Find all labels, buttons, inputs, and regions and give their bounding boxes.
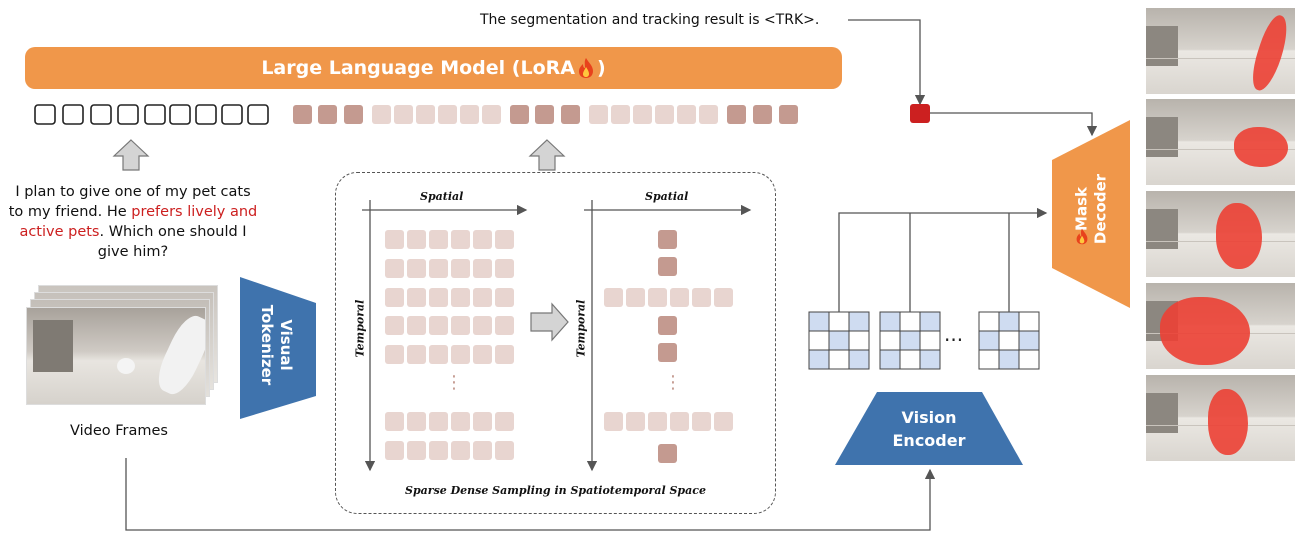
video-frame-front <box>26 307 206 405</box>
prompt-highlight: prefers lively and active pets <box>19 204 258 240</box>
visual-tokenizer-block <box>240 277 316 419</box>
llm-label-close: ) <box>596 57 606 79</box>
vision-encoder-label: Vision Encoder <box>892 408 966 450</box>
sparse-token-grid <box>604 230 733 463</box>
fire-icon <box>577 57 595 80</box>
sparse-temporal-label: Temporal <box>574 299 588 358</box>
output-frame-2 <box>1146 99 1295 185</box>
output-frame-5 <box>1146 375 1295 461</box>
sampling-title: Sparse Dense Sampling in Spatiotemporal … <box>405 484 706 497</box>
dense-ellipsis: ⋮ <box>445 372 463 393</box>
llm-block: Large Language Model (LoRA ) <box>25 47 842 89</box>
visual-tokenizer-label: Visual Tokenizer <box>258 304 295 386</box>
vision-encoder-block <box>835 392 1023 465</box>
sparse-spatial-label: Spatial <box>645 190 689 203</box>
decoder-fire-icon <box>1075 228 1089 249</box>
token-to-decoder-arrow <box>929 112 1098 137</box>
sparse-ellipsis: ⋮ <box>664 372 682 393</box>
trk-token <box>910 104 930 123</box>
feature-grid-1 <box>808 311 870 370</box>
dense-token-grid <box>385 230 514 460</box>
prompt-part2: . Which one should I give him? <box>97 224 247 260</box>
feature-grid-2 <box>879 311 941 370</box>
llm-label: Large Language Model (LoRA <box>261 57 575 79</box>
feature-grid-3 <box>978 311 1040 370</box>
output-frame-4 <box>1146 283 1295 369</box>
visual-token-row <box>293 105 798 124</box>
output-frame-3 <box>1146 191 1295 277</box>
video-frames-stack <box>26 285 218 407</box>
user-prompt: I plan to give one of my pet cats to my … <box>8 182 258 262</box>
text-up-arrow <box>112 139 150 171</box>
frames-to-encoder-arrow <box>125 458 936 531</box>
output-text: The segmentation and tracking result is … <box>480 12 820 28</box>
features-to-decoder-connectors <box>838 207 1048 312</box>
sampling-region <box>335 172 776 514</box>
dense-temporal-label: Temporal <box>353 299 367 358</box>
output-frame-1 <box>1146 8 1295 94</box>
feature-ellipsis: ··· <box>944 328 964 352</box>
prompt-part1: I plan to give one of my pet cats to my … <box>8 184 251 220</box>
visual-up-arrow <box>528 139 566 171</box>
trk-to-token-arrow <box>848 19 926 106</box>
sampling-right-arrow <box>530 302 569 342</box>
text-token-row <box>34 104 269 125</box>
mask-decoder-block <box>1052 120 1130 308</box>
dense-spatial-label: Spatial <box>420 190 464 203</box>
video-frames-label: Video Frames <box>70 423 168 439</box>
